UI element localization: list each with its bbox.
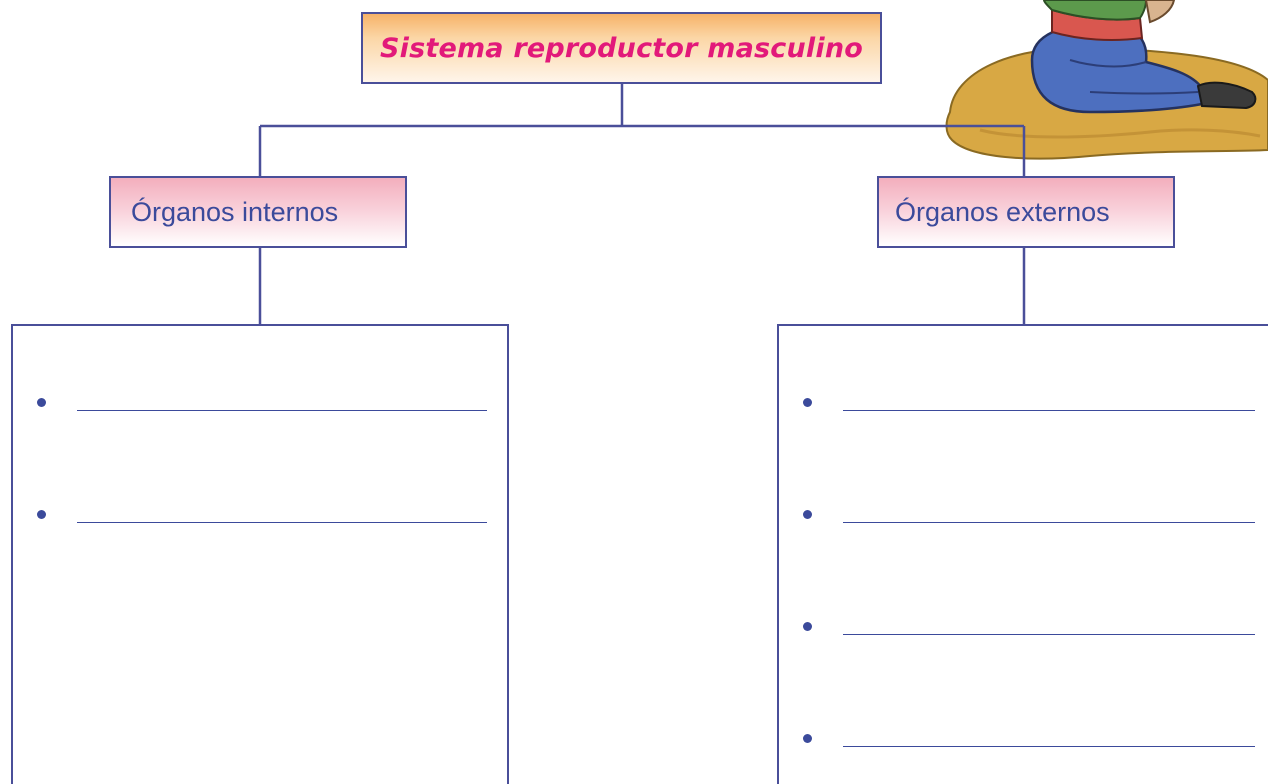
answer-blank-line[interactable] bbox=[843, 634, 1255, 635]
diagram-title: Sistema reproductor masculino bbox=[380, 33, 863, 64]
category-internal-label: Órganos internos bbox=[131, 197, 338, 228]
bullet-dot-icon bbox=[803, 510, 812, 519]
bullet-dot-icon bbox=[803, 622, 812, 631]
answer-blank-line[interactable] bbox=[843, 746, 1255, 747]
internal-blank-1 bbox=[37, 398, 497, 414]
category-external-label: Órganos externos bbox=[895, 197, 1110, 228]
bullet-dot-icon bbox=[803, 398, 812, 407]
internal-blank-2 bbox=[37, 510, 497, 526]
bullet-dot-icon bbox=[803, 734, 812, 743]
bullet-dot-icon bbox=[37, 510, 46, 519]
external-blank-3 bbox=[803, 622, 1263, 638]
external-blank-2 bbox=[803, 510, 1263, 526]
external-organs-list-box bbox=[777, 324, 1268, 784]
internal-organs-list-box bbox=[11, 324, 509, 784]
external-blank-1 bbox=[803, 398, 1263, 414]
answer-blank-line[interactable] bbox=[843, 522, 1255, 523]
category-external-box: Órganos externos bbox=[877, 176, 1175, 248]
bullet-dot-icon bbox=[37, 398, 46, 407]
answer-blank-line[interactable] bbox=[77, 522, 487, 523]
answer-blank-line[interactable] bbox=[77, 410, 487, 411]
title-box: Sistema reproductor masculino bbox=[361, 12, 882, 84]
category-internal-box: Órganos internos bbox=[109, 176, 407, 248]
answer-blank-line[interactable] bbox=[843, 410, 1255, 411]
external-blank-4 bbox=[803, 734, 1263, 750]
